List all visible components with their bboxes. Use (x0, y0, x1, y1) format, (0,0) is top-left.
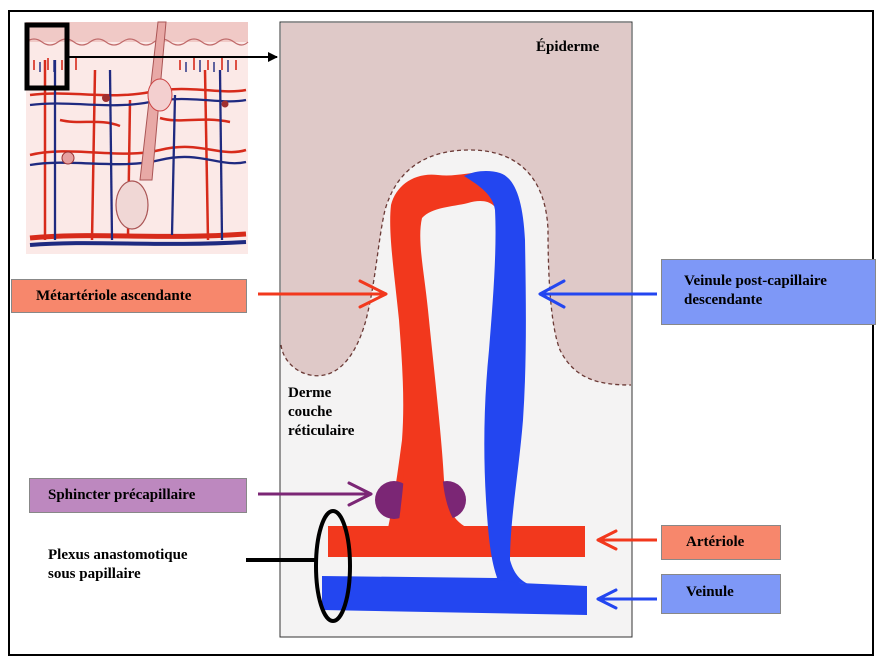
plexus-label-line2: sous papillaire (48, 565, 188, 584)
plexus-label-line1: Plexus anastomotique (48, 546, 188, 565)
veinule-label-box: Veinule (661, 574, 781, 614)
arteriole-label-box: Artériole (661, 525, 781, 560)
derme-label-line2: couche (288, 403, 354, 422)
arteriole-vessel (328, 526, 585, 557)
derme-label-line1: Derme (288, 384, 354, 403)
veinule-pc-label-line1: Veinule post-capillaire (684, 272, 875, 291)
epiderme-label: Épiderme (536, 38, 599, 57)
metarteriole-label-box: Métartériole ascendante (11, 279, 247, 313)
veinule-label: Veinule (686, 583, 780, 602)
veinule-pc-label-line2: descendante (684, 291, 875, 310)
sphincter-label-box: Sphincter précapillaire (29, 478, 247, 513)
sphincter-label: Sphincter précapillaire (48, 486, 246, 505)
derme-label-line3: réticulaire (288, 422, 354, 441)
veinule-pc-label-box: Veinule post-capillaire descendante (661, 259, 876, 325)
plexus-label: Plexus anastomotique sous papillaire (48, 546, 188, 584)
derme-label: Derme couche réticulaire (288, 384, 354, 441)
metarteriole-label: Métartériole ascendante (36, 287, 246, 306)
arteriole-label: Artériole (686, 533, 780, 552)
